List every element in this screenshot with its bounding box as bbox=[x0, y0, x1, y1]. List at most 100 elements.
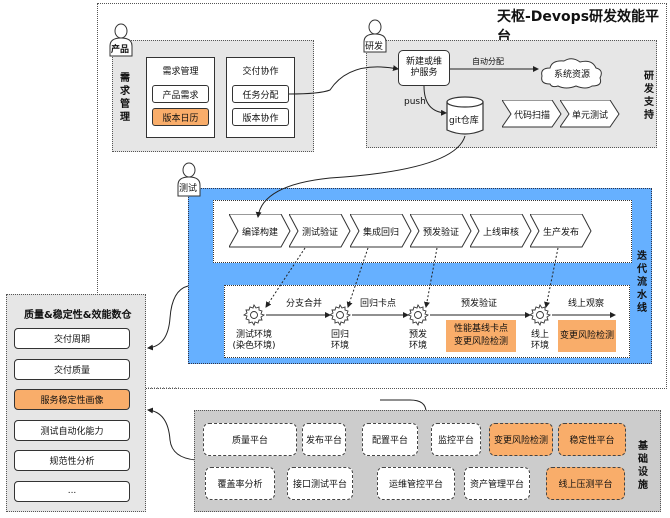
environment-1[interactable] bbox=[242, 303, 266, 327]
env-line: (染色环境) bbox=[232, 341, 276, 351]
transition-label: 回归卡点 bbox=[360, 299, 397, 309]
environment-4[interactable] bbox=[528, 303, 552, 327]
infra-item-label: 变更风险检测 bbox=[493, 436, 548, 446]
dev-role-label: 研发 bbox=[365, 42, 384, 52]
dw-item-label: ... bbox=[67, 486, 77, 496]
infra-item-label: 线上压测平台 bbox=[558, 480, 613, 490]
pipeline-stage-4[interactable]: 预发验证 bbox=[410, 214, 472, 248]
stage-label: 生产发布 bbox=[542, 227, 579, 238]
dw-item[interactable]: 服务稳定性画像 bbox=[14, 389, 130, 410]
environment-2[interactable] bbox=[328, 303, 352, 327]
environment-label: 回归环境 bbox=[310, 330, 370, 352]
infra-item[interactable]: 发布平台 bbox=[302, 423, 346, 456]
gear-icon bbox=[406, 303, 430, 327]
system-resources-cloud[interactable]: 系统资源 bbox=[538, 56, 604, 90]
transition-label: 分支合并 bbox=[286, 299, 323, 309]
task-assignment-button[interactable]: 任务分配 bbox=[232, 85, 289, 103]
infra-item[interactable]: 接口测试平台 bbox=[287, 467, 353, 500]
infra-item[interactable]: 稳定性平台 bbox=[558, 423, 626, 456]
infra-item-label: 发布平台 bbox=[305, 436, 342, 446]
cloud-icon bbox=[541, 58, 602, 89]
online-risk-check[interactable]: 变更风险检测 bbox=[558, 320, 616, 352]
data-warehouse-title: 质量&稳定性&效能数仓 bbox=[24, 310, 132, 321]
environment-3[interactable] bbox=[406, 303, 430, 327]
infra-item-label: 运维管控平台 bbox=[388, 480, 443, 490]
stage-label: 上线审核 bbox=[482, 227, 519, 238]
git-repo-label: git仓库 bbox=[449, 116, 479, 126]
chevron-shape bbox=[530, 214, 592, 248]
infra-item[interactable]: 配置平台 bbox=[362, 423, 418, 456]
infra-item[interactable]: 线上压测平台 bbox=[546, 467, 625, 500]
infra-item-label: 资产管理平台 bbox=[469, 480, 524, 490]
infrastructure-section-label: 基础设施 bbox=[638, 441, 648, 491]
code-scan-label: 代码扫描 bbox=[513, 110, 550, 121]
transition-label: 线上观察 bbox=[568, 299, 605, 309]
pipeline-stage-2[interactable]: 测试验证 bbox=[289, 214, 351, 248]
product-requirements-button[interactable]: 产品需求 bbox=[152, 85, 209, 103]
dw-item[interactable]: 测试自动化能力 bbox=[14, 419, 130, 441]
person-icon bbox=[363, 19, 387, 53]
release-calendar-button[interactable]: 版本日历 bbox=[152, 108, 209, 126]
infra-item[interactable]: 覆盖率分析 bbox=[205, 467, 275, 500]
infra-item-label: 配置平台 bbox=[371, 436, 408, 446]
environment-label: 线上环境 bbox=[510, 330, 570, 352]
git-repo[interactable]: git仓库 bbox=[446, 96, 484, 136]
person-icon bbox=[109, 23, 133, 57]
chevron-shape bbox=[560, 100, 620, 128]
infra-item[interactable]: 监控平台 bbox=[431, 423, 481, 456]
version-collab-button[interactable]: 版本协作 bbox=[232, 108, 289, 126]
stage-label: 编译构建 bbox=[241, 227, 278, 238]
unit-test-label: 单元测试 bbox=[571, 110, 608, 121]
env-line: 环境 bbox=[530, 341, 549, 351]
pipeline-stage-3[interactable]: 集成回归 bbox=[350, 214, 412, 248]
platform-frame bbox=[97, 3, 667, 389]
chevron-shape bbox=[289, 214, 351, 248]
infra-item[interactable]: 质量平台 bbox=[203, 423, 297, 456]
pipeline-section-label: 迭代流水线 bbox=[637, 251, 647, 314]
database-icon bbox=[446, 96, 484, 135]
gear-icon bbox=[528, 303, 552, 327]
infra-item-label: 稳定性平台 bbox=[569, 436, 615, 446]
environment-label: 测试环境(染色环境) bbox=[224, 330, 284, 352]
unit-test-step[interactable]: 单元测试 bbox=[560, 100, 620, 128]
check-line: 变更风险检测 bbox=[559, 330, 614, 341]
env-line: 线上 bbox=[530, 330, 549, 340]
system-resources-label: 系统资源 bbox=[554, 70, 591, 80]
env-line: 环境 bbox=[330, 341, 349, 351]
dw-item[interactable]: 规范性分析 bbox=[14, 450, 130, 471]
dw-item-label: 测试自动化能力 bbox=[40, 426, 104, 437]
dw-item-label: 交付周期 bbox=[53, 335, 90, 345]
transition-label: 预发验证 bbox=[461, 299, 498, 309]
stage-label: 预发验证 bbox=[422, 227, 459, 238]
create-service-button[interactable]: 新建或维护服务 bbox=[398, 50, 450, 86]
infra-item[interactable]: 变更风险检测 bbox=[489, 423, 553, 456]
chevron-shape bbox=[502, 100, 562, 128]
infra-item[interactable]: 运维管控平台 bbox=[377, 467, 455, 500]
pipeline-stage-5[interactable]: 上线审核 bbox=[470, 214, 532, 248]
panel-title: 需求管理 bbox=[162, 67, 199, 77]
infra-item-label: 质量平台 bbox=[231, 436, 268, 446]
perf-baseline-check[interactable]: 性能基线卡点 变更风险检测 bbox=[446, 320, 516, 352]
chevron-shape bbox=[470, 214, 532, 248]
infra-item-label: 覆盖率分析 bbox=[217, 480, 263, 490]
panel-title: 交付协作 bbox=[242, 67, 279, 77]
product-role: 产品 bbox=[108, 22, 134, 62]
chevron-shape bbox=[229, 214, 291, 248]
stage-label: 集成回归 bbox=[362, 227, 399, 238]
pipeline-stage-1[interactable]: 编译构建 bbox=[229, 214, 291, 248]
infra-item[interactable]: 资产管理平台 bbox=[464, 467, 530, 500]
gear-icon bbox=[328, 303, 352, 327]
gear-icon bbox=[242, 303, 266, 327]
pipeline-stage-6[interactable]: 生产发布 bbox=[530, 214, 592, 248]
test-role-label: 测试 bbox=[179, 184, 198, 194]
infra-item-label: 接口测试平台 bbox=[292, 480, 347, 490]
requirements-section-label: 需求管理 bbox=[120, 73, 130, 123]
chevron-shape bbox=[350, 214, 412, 248]
dw-item[interactable]: 交付质量 bbox=[14, 358, 130, 380]
dw-item[interactable]: ... bbox=[14, 480, 130, 502]
env-line: 测试环境 bbox=[235, 330, 272, 340]
code-scan-step[interactable]: 代码扫描 bbox=[502, 100, 562, 128]
infra-item-label: 监控平台 bbox=[437, 436, 474, 446]
dw-item[interactable]: 交付周期 bbox=[14, 328, 130, 349]
create-service-label: 新建或维护服务 bbox=[405, 57, 442, 78]
